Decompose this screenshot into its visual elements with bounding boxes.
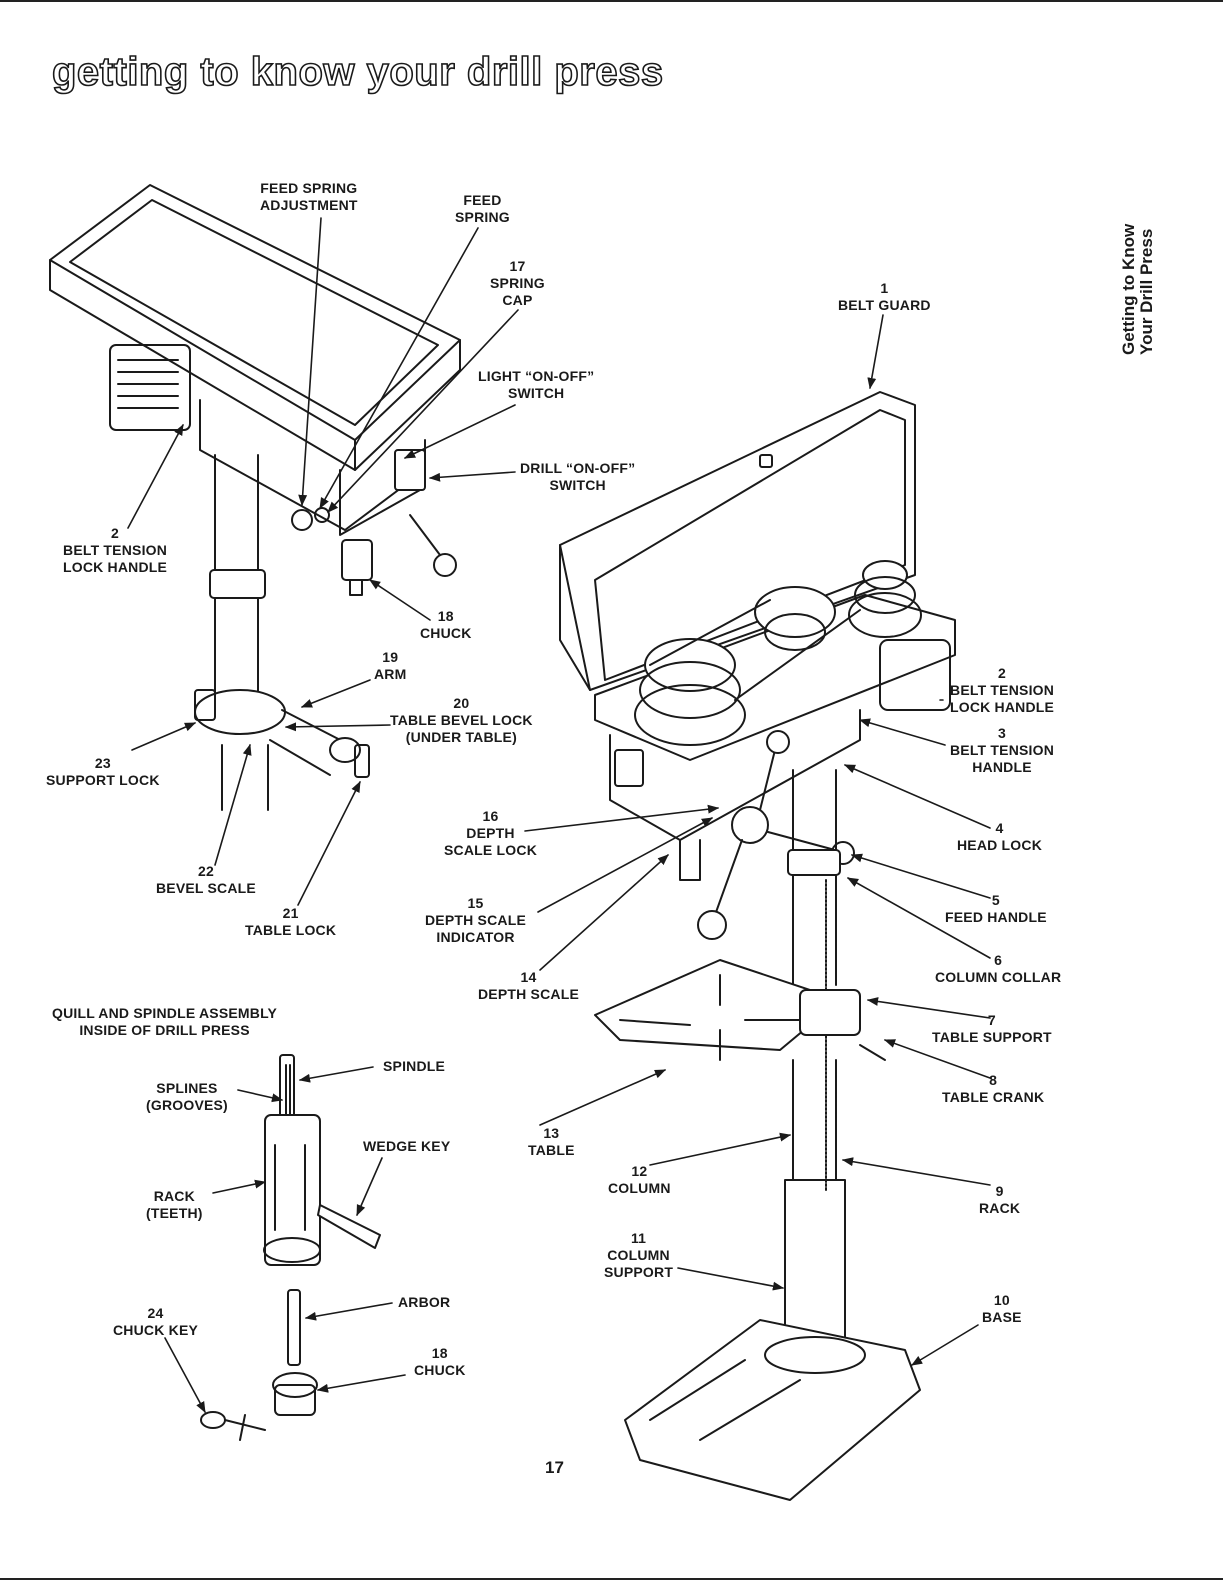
head-closeup bbox=[49, 184, 461, 811]
page-title: getting to know your drill press bbox=[51, 49, 664, 95]
quill-assembly-drawing bbox=[200, 1054, 381, 1441]
label-spindle: SPINDLE bbox=[383, 1058, 446, 1074]
label-rack-teeth: RACK(TEETH) bbox=[146, 1188, 203, 1221]
label-arbor: ARBOR bbox=[398, 1294, 451, 1310]
bottom-rule bbox=[0, 1578, 1223, 1580]
drill-press-full bbox=[559, 391, 956, 1501]
top-rule bbox=[0, 0, 1223, 2]
page-number: 17 bbox=[545, 1458, 564, 1477]
leader-lines bbox=[127, 217, 991, 1413]
label-drill-switch: DRILL “ON-OFF”SWITCH bbox=[520, 460, 636, 493]
label-wedge-key: WEDGE KEY bbox=[363, 1138, 451, 1154]
label-light-switch: LIGHT “ON-OFF”SWITCH bbox=[478, 368, 595, 401]
label-splines: SPLINES(GROOVES) bbox=[146, 1080, 228, 1113]
